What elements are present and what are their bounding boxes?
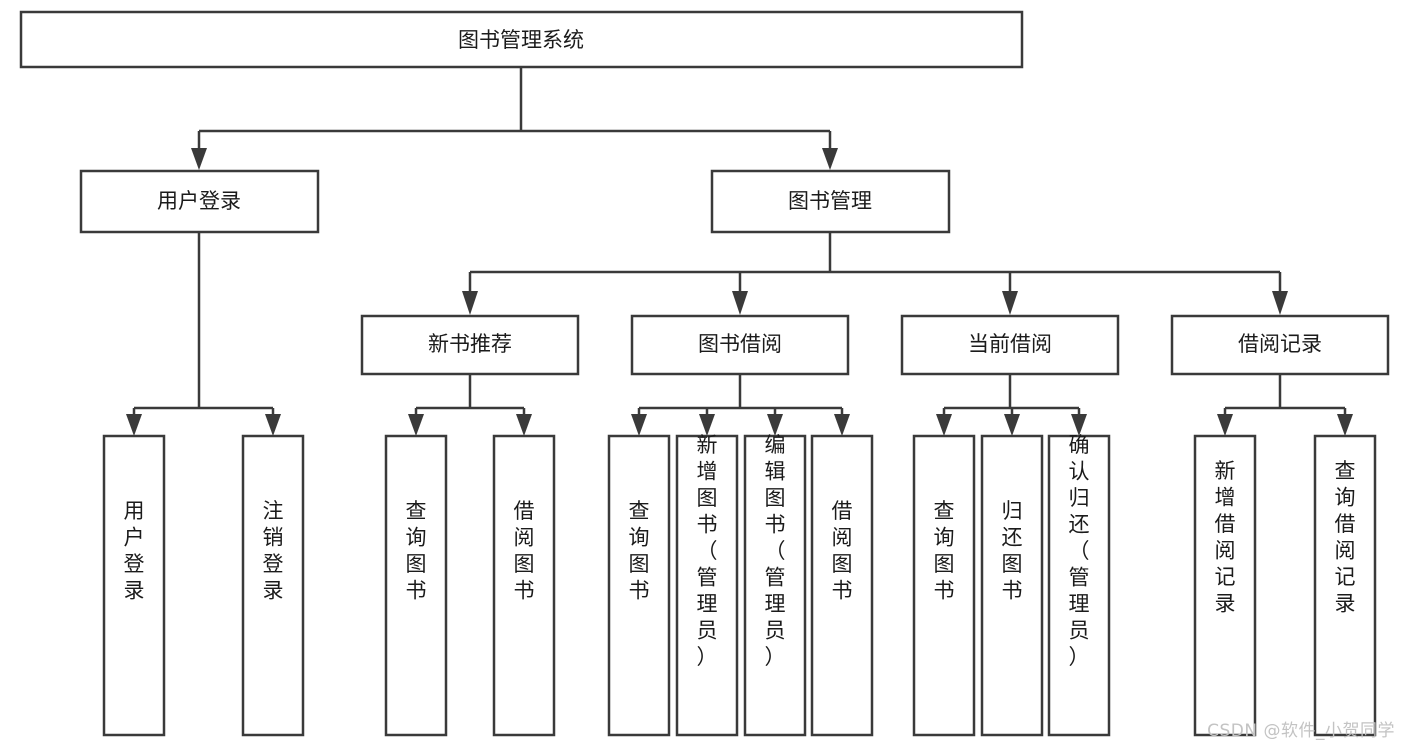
connector-group-current-borrow-to-leaves: [936, 375, 1087, 436]
node-leaf-query-book-1-box[interactable]: [384, 434, 448, 737]
node-leaf-add-record-label: 新增借阅记录: [1215, 459, 1236, 616]
node-leaf-user-logout-box[interactable]: [241, 434, 305, 737]
node-borrow-record-box[interactable]: [1170, 314, 1390, 376]
arrow-head-leaf-confirm-return: [1071, 414, 1087, 436]
node-leaf-user-logout[interactable]: 注销登录: [241, 434, 305, 737]
node-user-login[interactable]: 用户登录: [79, 169, 320, 234]
arrow-head-book-management: [822, 148, 838, 170]
node-leaf-query-book-1-label: 查询图书: [406, 499, 427, 603]
arrow-head-borrow-record: [1272, 291, 1288, 315]
node-leaf-query-book-2-box[interactable]: [607, 434, 671, 737]
node-leaf-add-book[interactable]: 新增图书（管理员）: [675, 433, 739, 737]
node-leaf-borrow-book-2-box[interactable]: [810, 434, 874, 737]
connector-group-book-borrow-to-leaves: [631, 375, 850, 436]
node-leaf-confirm-return-box[interactable]: [1047, 434, 1111, 737]
arrow-head-leaf-user-login: [126, 414, 142, 436]
arrow-head-book-borrow: [732, 291, 748, 315]
node-leaf-borrow-book-1-label: 借阅图书: [514, 499, 535, 603]
connector-group-borrow-record-to-leaves: [1217, 375, 1353, 436]
node-leaf-query-record-box[interactable]: [1313, 434, 1377, 737]
node-leaf-borrow-book-2[interactable]: 借阅图书: [810, 434, 874, 737]
arrow-head-current-borrow: [1002, 291, 1018, 315]
arrow-head-leaf-user-logout: [265, 414, 281, 436]
node-leaf-query-book-3[interactable]: 查询图书: [912, 434, 976, 737]
arrow-head-leaf-return-book: [1004, 414, 1020, 436]
node-borrow-record-label: 借阅记录: [1238, 332, 1322, 356]
connector-group-user-login-to-leaves: [126, 232, 281, 436]
node-leaf-user-logout-label: 注销登录: [263, 499, 284, 603]
node-leaf-query-book-2-label: 查询图书: [629, 499, 650, 603]
node-leaf-borrow-book-1-box[interactable]: [492, 434, 556, 737]
node-leaf-return-book-label: 归还图书: [1002, 499, 1023, 603]
node-leaf-add-record[interactable]: 新增借阅记录: [1193, 434, 1257, 737]
node-book-management[interactable]: 图书管理: [710, 169, 951, 234]
arrow-head-leaf-borrow-book-1: [516, 414, 532, 436]
node-user-login-box[interactable]: [79, 169, 320, 234]
node-user-login-label: 用户登录: [157, 189, 241, 213]
arrow-head-leaf-query-book-1: [408, 414, 424, 436]
node-leaf-query-record[interactable]: 查询借阅记录: [1313, 434, 1377, 737]
node-current-borrow-box[interactable]: [900, 314, 1120, 376]
connector-group-book-management-to-level3: [462, 232, 1288, 315]
node-leaf-return-book[interactable]: 归还图书: [980, 434, 1044, 737]
node-leaf-user-login[interactable]: 用户登录: [102, 434, 166, 737]
node-borrow-record[interactable]: 借阅记录: [1170, 314, 1390, 376]
node-leaf-borrow-book-1[interactable]: 借阅图书: [492, 434, 556, 737]
node-current-borrow-label: 当前借阅: [968, 332, 1052, 356]
node-new-book-recommend-label: 新书推荐: [428, 332, 512, 356]
node-leaf-edit-book[interactable]: 编辑图书（管理员）: [743, 433, 807, 737]
node-current-borrow[interactable]: 当前借阅: [900, 314, 1120, 376]
node-book-borrow-box[interactable]: [630, 314, 850, 376]
node-leaf-add-book-label: 新增图书（管理员）: [697, 433, 718, 669]
arrow-head-leaf-borrow-book-2: [834, 414, 850, 436]
node-root-box[interactable]: [19, 10, 1024, 69]
node-leaf-query-record-label: 查询借阅记录: [1335, 459, 1356, 616]
node-book-management-label: 图书管理: [788, 189, 872, 213]
node-root-label: 图书管理系统: [458, 28, 584, 52]
connector-group-new-book-recommend-to-leaves: [408, 375, 532, 436]
node-leaf-edit-book-label: 编辑图书（管理员）: [765, 433, 786, 669]
arrow-head-leaf-query-record: [1337, 414, 1353, 436]
node-leaf-query-book-1[interactable]: 查询图书: [384, 434, 448, 737]
node-leaf-query-book-3-box[interactable]: [912, 434, 976, 737]
node-leaf-confirm-return[interactable]: 确认归还（管理员）: [1047, 433, 1111, 737]
node-book-borrow[interactable]: 图书借阅: [630, 314, 850, 376]
arrow-head-new-book-recommend: [462, 291, 478, 315]
node-leaf-user-login-label: 用户登录: [124, 499, 145, 603]
node-new-book-recommend[interactable]: 新书推荐: [360, 314, 580, 376]
node-leaf-add-book-box[interactable]: [675, 434, 739, 737]
node-leaf-user-login-box[interactable]: [102, 434, 166, 737]
arrow-head-leaf-edit-book: [767, 414, 783, 436]
node-leaf-confirm-return-label: 确认归还（管理员）: [1069, 433, 1090, 669]
node-new-book-recommend-box[interactable]: [360, 314, 580, 376]
connector-group-root-to-level2: [191, 67, 838, 170]
node-leaf-return-book-box[interactable]: [980, 434, 1044, 737]
arrow-head-leaf-add-book: [699, 414, 715, 436]
node-leaf-edit-book-box[interactable]: [743, 434, 807, 737]
arrow-head-user-login: [191, 148, 207, 170]
node-leaf-query-book-2[interactable]: 查询图书: [607, 434, 671, 737]
node-book-borrow-label: 图书借阅: [698, 332, 782, 356]
node-leaf-add-record-box[interactable]: [1193, 434, 1257, 737]
node-leaf-borrow-book-2-label: 借阅图书: [832, 499, 853, 603]
node-leaf-query-book-3-label: 查询图书: [934, 499, 955, 603]
node-book-management-box[interactable]: [710, 169, 951, 234]
arrow-head-leaf-add-record: [1217, 414, 1233, 436]
arrow-head-leaf-query-book-2: [631, 414, 647, 436]
arrow-head-leaf-query-book-3: [936, 414, 952, 436]
node-root[interactable]: 图书管理系统: [19, 10, 1024, 69]
